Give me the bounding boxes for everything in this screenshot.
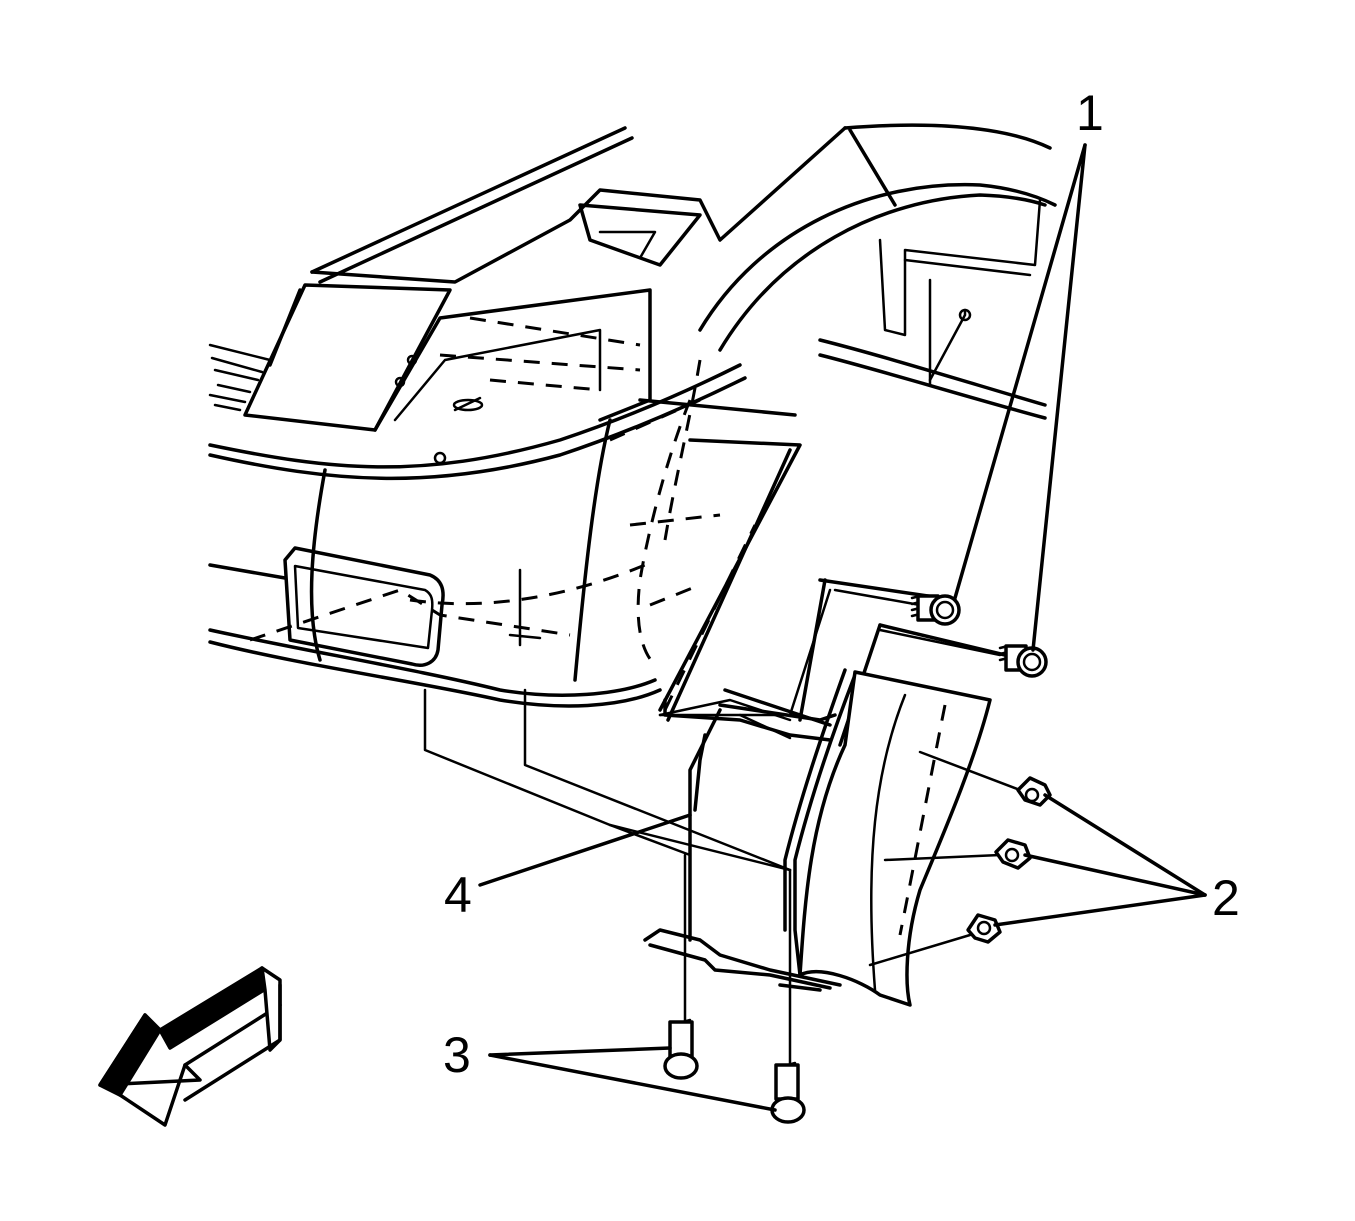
lower-bolt-1 xyxy=(663,1018,699,1080)
callout-4-label: 4 xyxy=(444,867,472,923)
callout-leaders xyxy=(478,143,1207,1112)
push-pin-2 xyxy=(994,838,1032,870)
callout-2-label: 2 xyxy=(1212,870,1240,926)
callout-1-label: 1 xyxy=(1076,85,1104,141)
vehicle-front-body xyxy=(208,123,1057,708)
alignment-lines xyxy=(423,588,1022,1072)
push-pin-3 xyxy=(966,913,1002,944)
splash-shield xyxy=(638,398,1007,1007)
lower-bolt-2 xyxy=(770,1061,806,1124)
upper-bolt-2 xyxy=(998,644,1048,678)
front-arrow-icon xyxy=(98,966,282,1127)
callout-3-label: 3 xyxy=(443,1027,471,1083)
upper-bolt-1 xyxy=(910,594,961,626)
push-pin-1 xyxy=(1016,776,1052,807)
